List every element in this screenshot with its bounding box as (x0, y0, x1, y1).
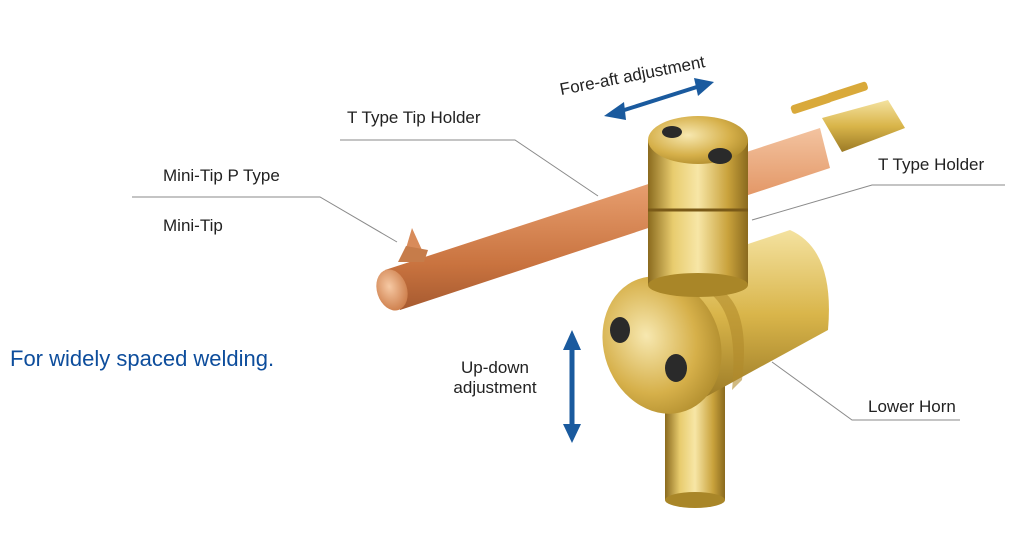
label-up-down-line1: Up-down (460, 358, 530, 377)
label-t-holder: T Type Holder (878, 155, 985, 174)
label-up-down: Up-down adjustment (440, 358, 550, 398)
label-mini-tip-p: Mini-Tip P Type (163, 166, 280, 185)
leader-lines (132, 139, 1005, 421)
up-down-arrow (563, 330, 581, 443)
label-t-tip-holder: T Type Tip Holder (347, 108, 481, 127)
tagline: For widely spaced welding. (10, 346, 275, 371)
fore-aft-arrow (604, 78, 714, 120)
label-lower-horn: Lower Horn (868, 397, 956, 416)
leader-t-tip-holder (340, 139, 599, 197)
rear-connector (790, 81, 905, 152)
label-mini-tip: Mini-Tip (163, 216, 223, 235)
label-up-down-line2: adjustment (453, 378, 537, 397)
t-type-holder (648, 116, 748, 297)
leader-t-holder (751, 184, 1005, 221)
leader-lower-horn (771, 361, 960, 421)
leader-mini-tip-p (132, 196, 398, 243)
